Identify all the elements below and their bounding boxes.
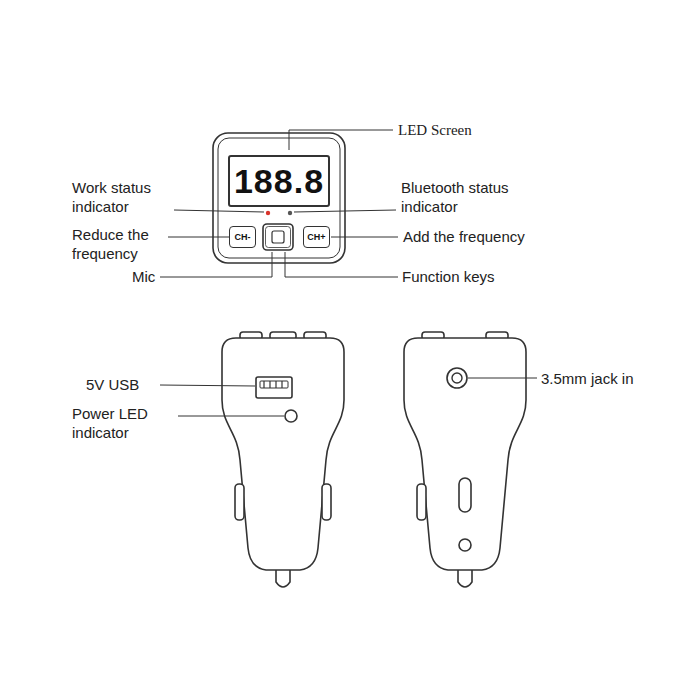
status-label: Bluetooth status indicator (401, 178, 526, 216)
bluetooth-status-dot (288, 211, 292, 215)
node-text: CH+ (307, 232, 325, 242)
add-button: CH+ (303, 226, 330, 248)
front-panel-inner (218, 138, 340, 258)
node-text: CH- (235, 232, 251, 242)
port-label: 5V USB (86, 375, 139, 394)
function-button-inner (266, 227, 291, 248)
reduce-button: CH- (229, 226, 256, 248)
leader-lines (160, 130, 537, 416)
front-panel (213, 133, 345, 263)
work-status-dot (266, 211, 270, 215)
port-label: 3.5mm jack in (541, 369, 634, 388)
mic-label: Mic (132, 267, 155, 286)
button-label: Add the frequency (403, 227, 525, 246)
charger-back-view (404, 332, 526, 587)
node-text: 188.8 (234, 162, 324, 201)
led-screen: 188.8 (228, 155, 330, 207)
usb-port (256, 377, 292, 398)
power-led (285, 410, 297, 422)
audio-jack (447, 368, 467, 388)
function-button (263, 224, 293, 250)
button-label: Function keys (402, 267, 495, 286)
screen-label: LED Screen (398, 121, 472, 140)
button-label: Reduce the frequency (72, 225, 164, 263)
charger-side-view (222, 332, 344, 587)
function-button-icon (272, 231, 284, 243)
indicator-label: Power LED indicator (72, 404, 172, 442)
status-label: Work status indicator (72, 178, 172, 216)
audio-jack-hole (452, 373, 462, 383)
